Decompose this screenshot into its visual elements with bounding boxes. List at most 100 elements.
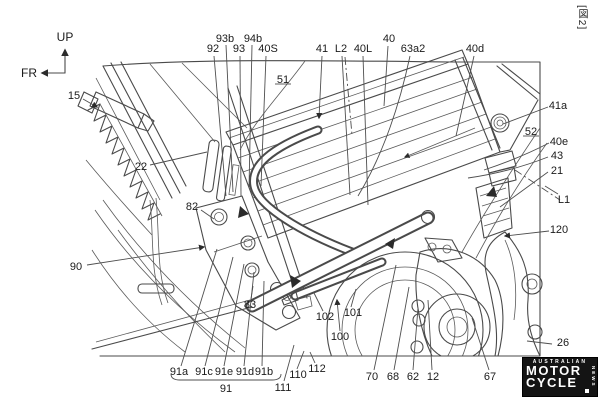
ref-label-52: 52 [525, 126, 537, 138]
ref-label-40S: 40S [258, 43, 278, 55]
seat-rail-tube [91, 209, 436, 350]
ref-label-40e: 40e [550, 136, 568, 148]
ref-label-51: 51 [277, 74, 289, 86]
ref-label-L1: L1 [558, 194, 570, 206]
ref-label-40: 40 [383, 33, 395, 45]
battery-box [225, 49, 501, 239]
leader-L1 [544, 185, 559, 195]
leader-41 [316, 55, 323, 120]
leader-101 [350, 288, 357, 308]
leader-40S [260, 55, 267, 187]
leader-110 [296, 350, 305, 370]
ref-label-112: 112 [308, 363, 326, 375]
leader-102 [313, 292, 324, 312]
leader-93 [239, 55, 242, 197]
ref-label-93b: 93b [216, 33, 234, 45]
axis-lines [344, 56, 561, 201]
cable-clamp [137, 283, 175, 294]
ref-label-91e: 91e [215, 366, 233, 378]
logo-side-text: NEWS [591, 366, 596, 388]
compass: UP FR [21, 30, 73, 80]
side-cover-26 [484, 231, 541, 356]
ref-label-111: 111 [275, 382, 292, 394]
ref-label-102: 102 [316, 311, 334, 323]
leader-40d [455, 55, 475, 137]
leader-15 [82, 98, 99, 108]
leader-92 [213, 55, 227, 197]
leader-91d [243, 271, 255, 367]
leader-91b [261, 280, 265, 367]
leader-111 [283, 344, 295, 382]
leader-120 [503, 230, 550, 239]
ref-label-91a: 91a [170, 366, 189, 378]
ref-label-15: 15 [68, 90, 80, 102]
leader-21 [499, 171, 549, 208]
ref-label-91: 91 [220, 383, 232, 395]
ref-label-41a: 41a [549, 100, 568, 112]
leader-12 [427, 299, 433, 371]
axis-L1 [514, 169, 561, 201]
bolt-41a [490, 113, 510, 133]
sprocket-cover-67 [415, 248, 504, 356]
leader-91a [180, 248, 218, 367]
magazine-logo: AUSTRALIAN MOTOR CYCLE NEWS [522, 357, 598, 397]
ref-label-101: 101 [344, 307, 362, 319]
leader-91c [204, 256, 234, 367]
logo-chip [585, 389, 589, 393]
ref-label-91d: 91d [236, 366, 254, 378]
stay-tube [281, 257, 387, 306]
logo-line1: MOTOR [526, 363, 582, 378]
leader-91e [223, 263, 245, 367]
front-fork [77, 61, 187, 221]
ref-label-22: 22 [135, 161, 147, 173]
ref-label-120: 120 [550, 224, 568, 236]
leader-70 [373, 264, 397, 371]
leader-62 [412, 307, 419, 371]
ref-label-92: 92 [207, 43, 219, 55]
leader-63a2 [357, 55, 411, 197]
ref-label-63a2: 63a2 [401, 43, 425, 55]
ref-label-70: 70 [366, 371, 378, 383]
ref-label-40d: 40d [466, 43, 484, 55]
ref-label-40L: 40L [354, 43, 372, 55]
leader-26 [526, 340, 553, 345]
annotation-arrows [238, 127, 497, 288]
leader-94b [248, 44, 253, 189]
ref-label-110: 110 [289, 369, 307, 381]
ref-label-91b: 91b [255, 366, 273, 378]
ref-label-83: 83 [244, 299, 256, 311]
leader-112 [309, 351, 316, 364]
box-right-rail [454, 59, 493, 151]
leader-43 [467, 156, 549, 179]
leader-93b [225, 44, 234, 193]
ref-label-21: 21 [551, 165, 563, 177]
fork-boot [87, 103, 161, 221]
logo-top-text: AUSTRALIAN [532, 359, 588, 365]
ref-label-100: 100 [331, 331, 349, 343]
ref-label-91c: 91c [195, 366, 213, 378]
insert-direction-arrow [403, 127, 476, 158]
logo-line2: CYCLE [526, 375, 578, 390]
stay-120 [475, 177, 513, 239]
leader-100 [334, 298, 341, 332]
ref-label-62: 62 [407, 371, 419, 383]
axis-L2 [344, 56, 353, 136]
leader-41a [502, 106, 549, 125]
ref-label-94b: 94b [244, 33, 262, 45]
leader-68 [393, 286, 410, 371]
ref-label-93: 93 [233, 43, 245, 55]
ref-label-82: 82 [186, 201, 198, 213]
ref-label-26: 26 [557, 337, 569, 349]
leader-40e [483, 142, 550, 171]
leader-22 [149, 151, 208, 166]
leader-90 [86, 244, 206, 266]
ref-label-90: 90 [70, 261, 82, 273]
lock-barrel-43 [484, 150, 517, 174]
leader-67 [471, 317, 490, 371]
ref-label-L2: L2 [335, 43, 347, 55]
leader-82 [200, 209, 215, 220]
drawing-boundary [99, 60, 541, 357]
latch-assembly [202, 85, 308, 301]
leader-L2 [341, 55, 351, 196]
